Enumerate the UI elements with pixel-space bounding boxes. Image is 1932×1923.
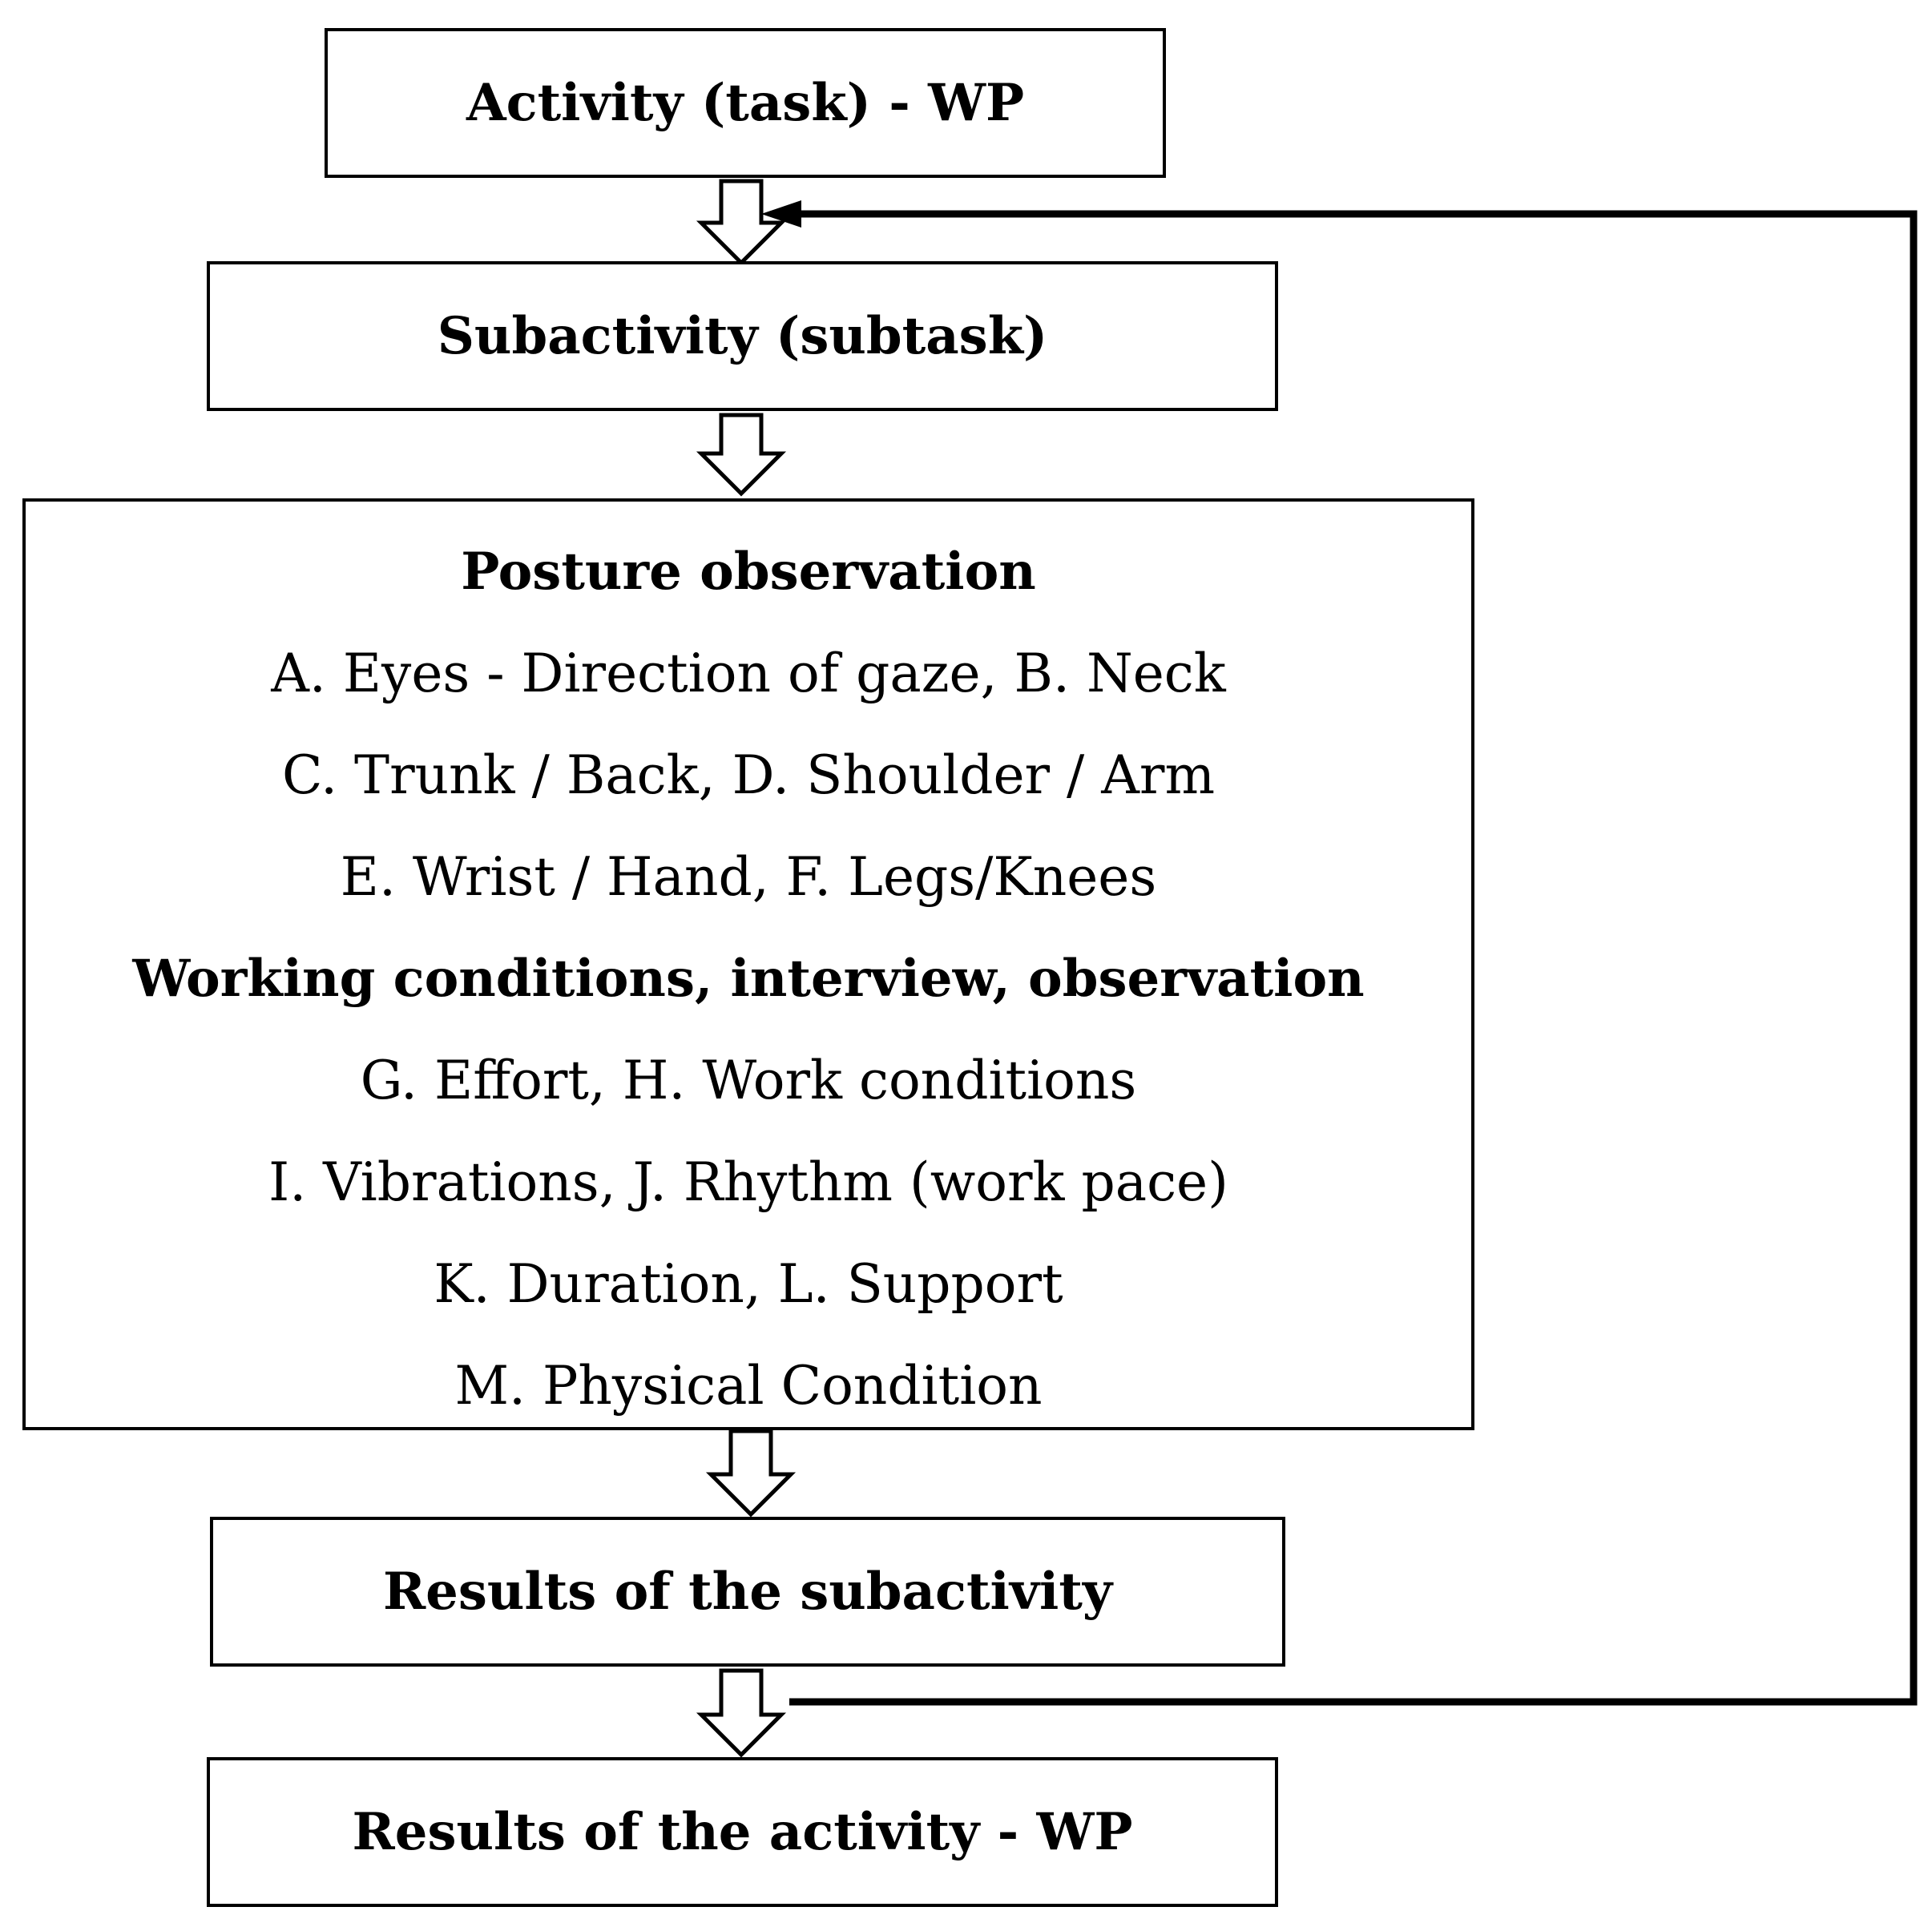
posture-line: A. Eyes - Direction of gaze, B. Neck [271,643,1226,704]
activity-label: Activity (task) - WP [466,73,1025,133]
posture-line: C. Trunk / Back, D. Shoulder / Arm [281,744,1216,806]
down-arrow-3 [705,1429,797,1518]
down-arrow-4 [696,1668,787,1758]
condition-line: M. Physical Condition [454,1355,1043,1417]
posture-heading: Posture observation [461,542,1036,602]
results-subactivity-box: Results of the subactivity [210,1517,1285,1667]
condition-line: G. Effort, H. Work conditions [360,1050,1137,1111]
posture-line: E. Wrist / Hand, F. Legs/Knees [340,846,1157,908]
subactivity-label: Subactivity (subtask) [437,306,1048,366]
results-activity-label: Results of the activity - WP [352,1802,1133,1862]
subactivity-box: Subactivity (subtask) [207,261,1278,411]
results-activity-box: Results of the activity - WP [207,1757,1278,1907]
conditions-heading: Working conditions, interview, observati… [132,949,1365,1009]
down-arrow-2 [696,413,787,497]
activity-box: Activity (task) - WP [325,28,1166,178]
results-subactivity-label: Results of the subactivity [382,1562,1113,1622]
feedback-arrowhead [761,200,801,228]
condition-line: K. Duration, L. Support [434,1253,1063,1315]
condition-line: I. Vibrations, J. Rhythm (work pace) [268,1151,1228,1213]
observation-box: Posture observation A. Eyes - Direction … [22,498,1474,1430]
down-arrow-1 [696,179,787,266]
feedback-loop-line [789,210,1918,1706]
